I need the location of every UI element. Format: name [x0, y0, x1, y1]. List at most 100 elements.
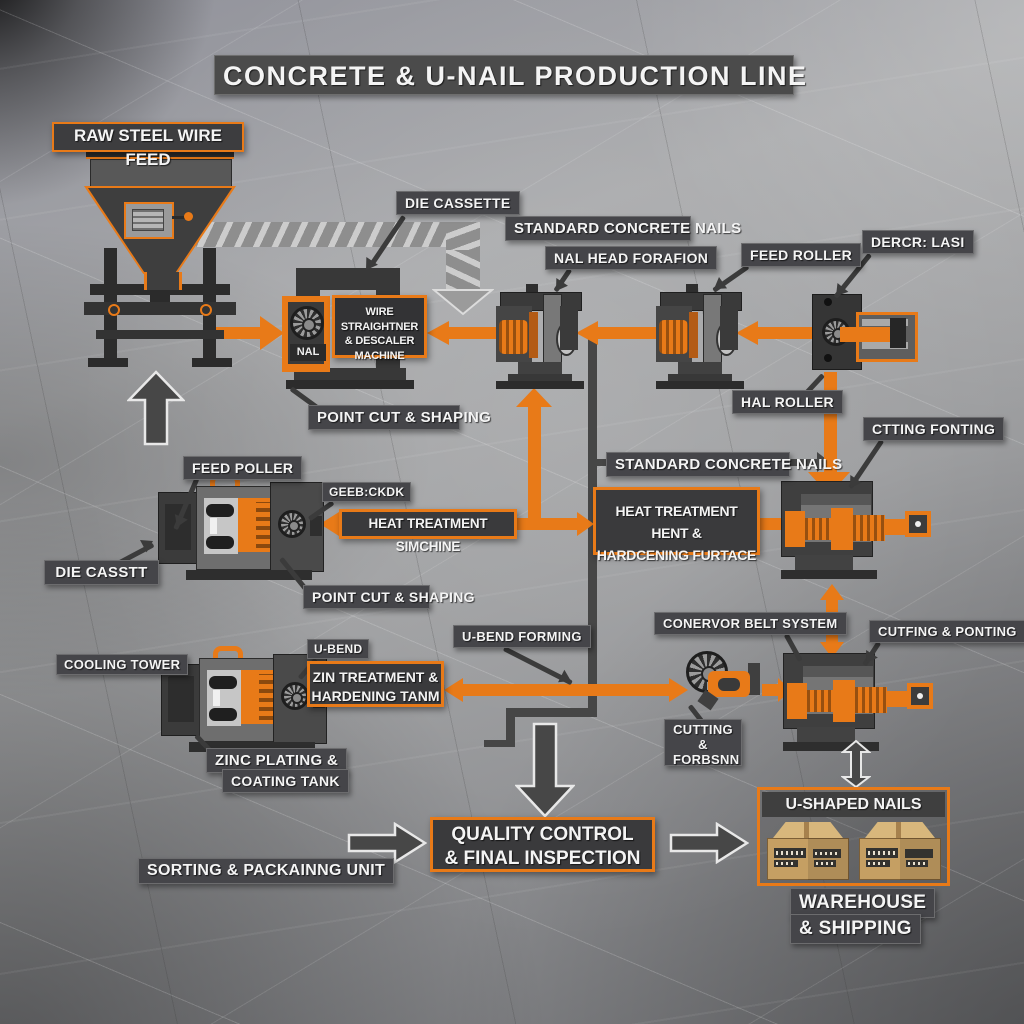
orange-roller [659, 320, 688, 354]
heat-furnace-box: HEAT TREATMENT HENT & HARDCENING FURTACE [593, 487, 760, 563]
box-label [814, 860, 836, 867]
flow-arrowhead-left [320, 512, 339, 536]
u-bend-cutter-machine [686, 643, 764, 715]
label-line: CUTTING [673, 722, 733, 737]
flow-line [449, 327, 496, 339]
u-bend-forming-label: U-BEND FORMING [453, 625, 591, 648]
label-text: GEEB:CKDK [329, 485, 405, 499]
base-plate [783, 742, 879, 751]
end-block [905, 511, 931, 537]
die-block [890, 318, 906, 348]
label-text: POINT CUT & SHAPING [312, 589, 475, 605]
base-plate [656, 381, 744, 389]
warehouse-label-line2: & SHIPPING [790, 914, 921, 944]
bolt [200, 304, 212, 316]
panel-knob [184, 212, 193, 221]
flow-arrowhead-up [820, 584, 844, 600]
box-label [774, 860, 798, 867]
chevron-down-arrowhead [432, 289, 494, 316]
label-text: ZINC PLATING & [215, 752, 339, 769]
clamp [213, 646, 243, 662]
flow-line [528, 407, 541, 518]
hopper-foot [88, 358, 128, 367]
label-line: QUALITY CONTROL [451, 824, 634, 845]
label-text: POINT CUT & SHAPING [317, 409, 492, 426]
zinc-plating-label-line1: ZINC PLATING & [206, 748, 348, 773]
label-text: U-BEND FORMING [462, 629, 582, 644]
flow-arrowhead-left [444, 678, 463, 702]
box-label [866, 848, 898, 858]
base-plate [189, 742, 315, 752]
orange-block [831, 508, 853, 550]
base-plate [186, 570, 312, 580]
gear-wheel [290, 306, 324, 340]
nal-tag-text: NAL [296, 346, 320, 358]
label-line: FORBSNN [673, 752, 740, 767]
page-title: CONCRETE & U-NAIL PRODUCTION LINE [214, 55, 806, 95]
box-label-text [776, 862, 796, 865]
rail-stub [310, 516, 322, 536]
cutter-slot [718, 678, 740, 691]
box-label [774, 848, 806, 858]
flow-line [598, 327, 656, 339]
label-text: COATING TANK [231, 773, 340, 789]
press-nub [686, 284, 698, 293]
rail [862, 342, 908, 349]
flow-arrowhead-right [669, 678, 688, 702]
dercr-label: DERCR: LASI [862, 230, 974, 254]
right-arrow-to-warehouse [669, 822, 749, 864]
slot [213, 690, 220, 706]
orange-cylinder [807, 690, 833, 712]
box-tape [804, 822, 809, 838]
label-text: HEAT TREATMENT SIMCHINE [368, 516, 488, 554]
flow-arrowhead-up [516, 388, 552, 407]
label-text: FEED ROLLER [750, 247, 853, 263]
label-text: RAW STEEL WIRE FEED [74, 126, 222, 169]
die-casstt-label: DIE CASSTT [44, 560, 159, 585]
point-cut-shaping-top-label: POINT CUT & SHAPING [308, 405, 491, 430]
cutting-forbsn-label: CUTTING & FORBSNN [664, 719, 742, 767]
base-plate [286, 380, 414, 389]
u-shaped-nails-panel: U-SHAPED NAILS [757, 787, 950, 886]
flow-line [758, 327, 812, 339]
press-column [560, 306, 578, 350]
box-label-text [868, 851, 896, 855]
flow-line [463, 684, 669, 696]
label-text: DERCR: LASI [871, 234, 965, 250]
page-title-text: CONCRETE & U-NAIL PRODUCTION LINE [223, 61, 808, 91]
end-block-dot [915, 521, 921, 527]
nail-head-press-machine-1 [496, 284, 588, 389]
cutter-arm [748, 663, 760, 695]
chevron-conveyor-band [196, 222, 448, 247]
label-text: DIE CASSTT [55, 564, 148, 581]
gear-wheel [281, 682, 309, 710]
orange-block [787, 683, 807, 719]
cutter-body [708, 671, 750, 697]
orange-draw-bar [840, 327, 904, 342]
orange-cylinder [805, 518, 831, 540]
end-block-dot [917, 693, 923, 699]
label-text: CUTFING & PONTING [878, 624, 1017, 639]
box-tape [896, 822, 901, 838]
cutting-pointing-machine-2 [783, 653, 933, 755]
cooling-tower-label: COOLING TOWER [56, 654, 189, 675]
rail [862, 319, 908, 326]
roller-strip [529, 312, 538, 358]
standard-nails-mid-label: STANDARD CONCRETE NAILS [606, 452, 842, 477]
press-pedestal [508, 374, 572, 381]
label-text: CTTING FONTING [872, 421, 996, 437]
label-line: ZIN TREATMENT & [312, 669, 439, 685]
knob [209, 676, 237, 689]
nal-tag: NAL [290, 344, 326, 361]
box-label [905, 849, 933, 858]
standard-nails-top-label: STANDARD CONCRETE NAILS [505, 216, 741, 241]
box-label-text [776, 851, 804, 855]
flow-arrowhead-right [260, 316, 284, 350]
chevron-conveyor-drop [446, 250, 480, 290]
pedestal [795, 555, 853, 570]
conveyor-belt-label: CONERVOR BELT SYSTEM [654, 612, 847, 635]
hopper-crossbar [84, 302, 236, 315]
box-body [859, 838, 941, 880]
box-label [906, 860, 928, 867]
base-plate [496, 381, 584, 389]
